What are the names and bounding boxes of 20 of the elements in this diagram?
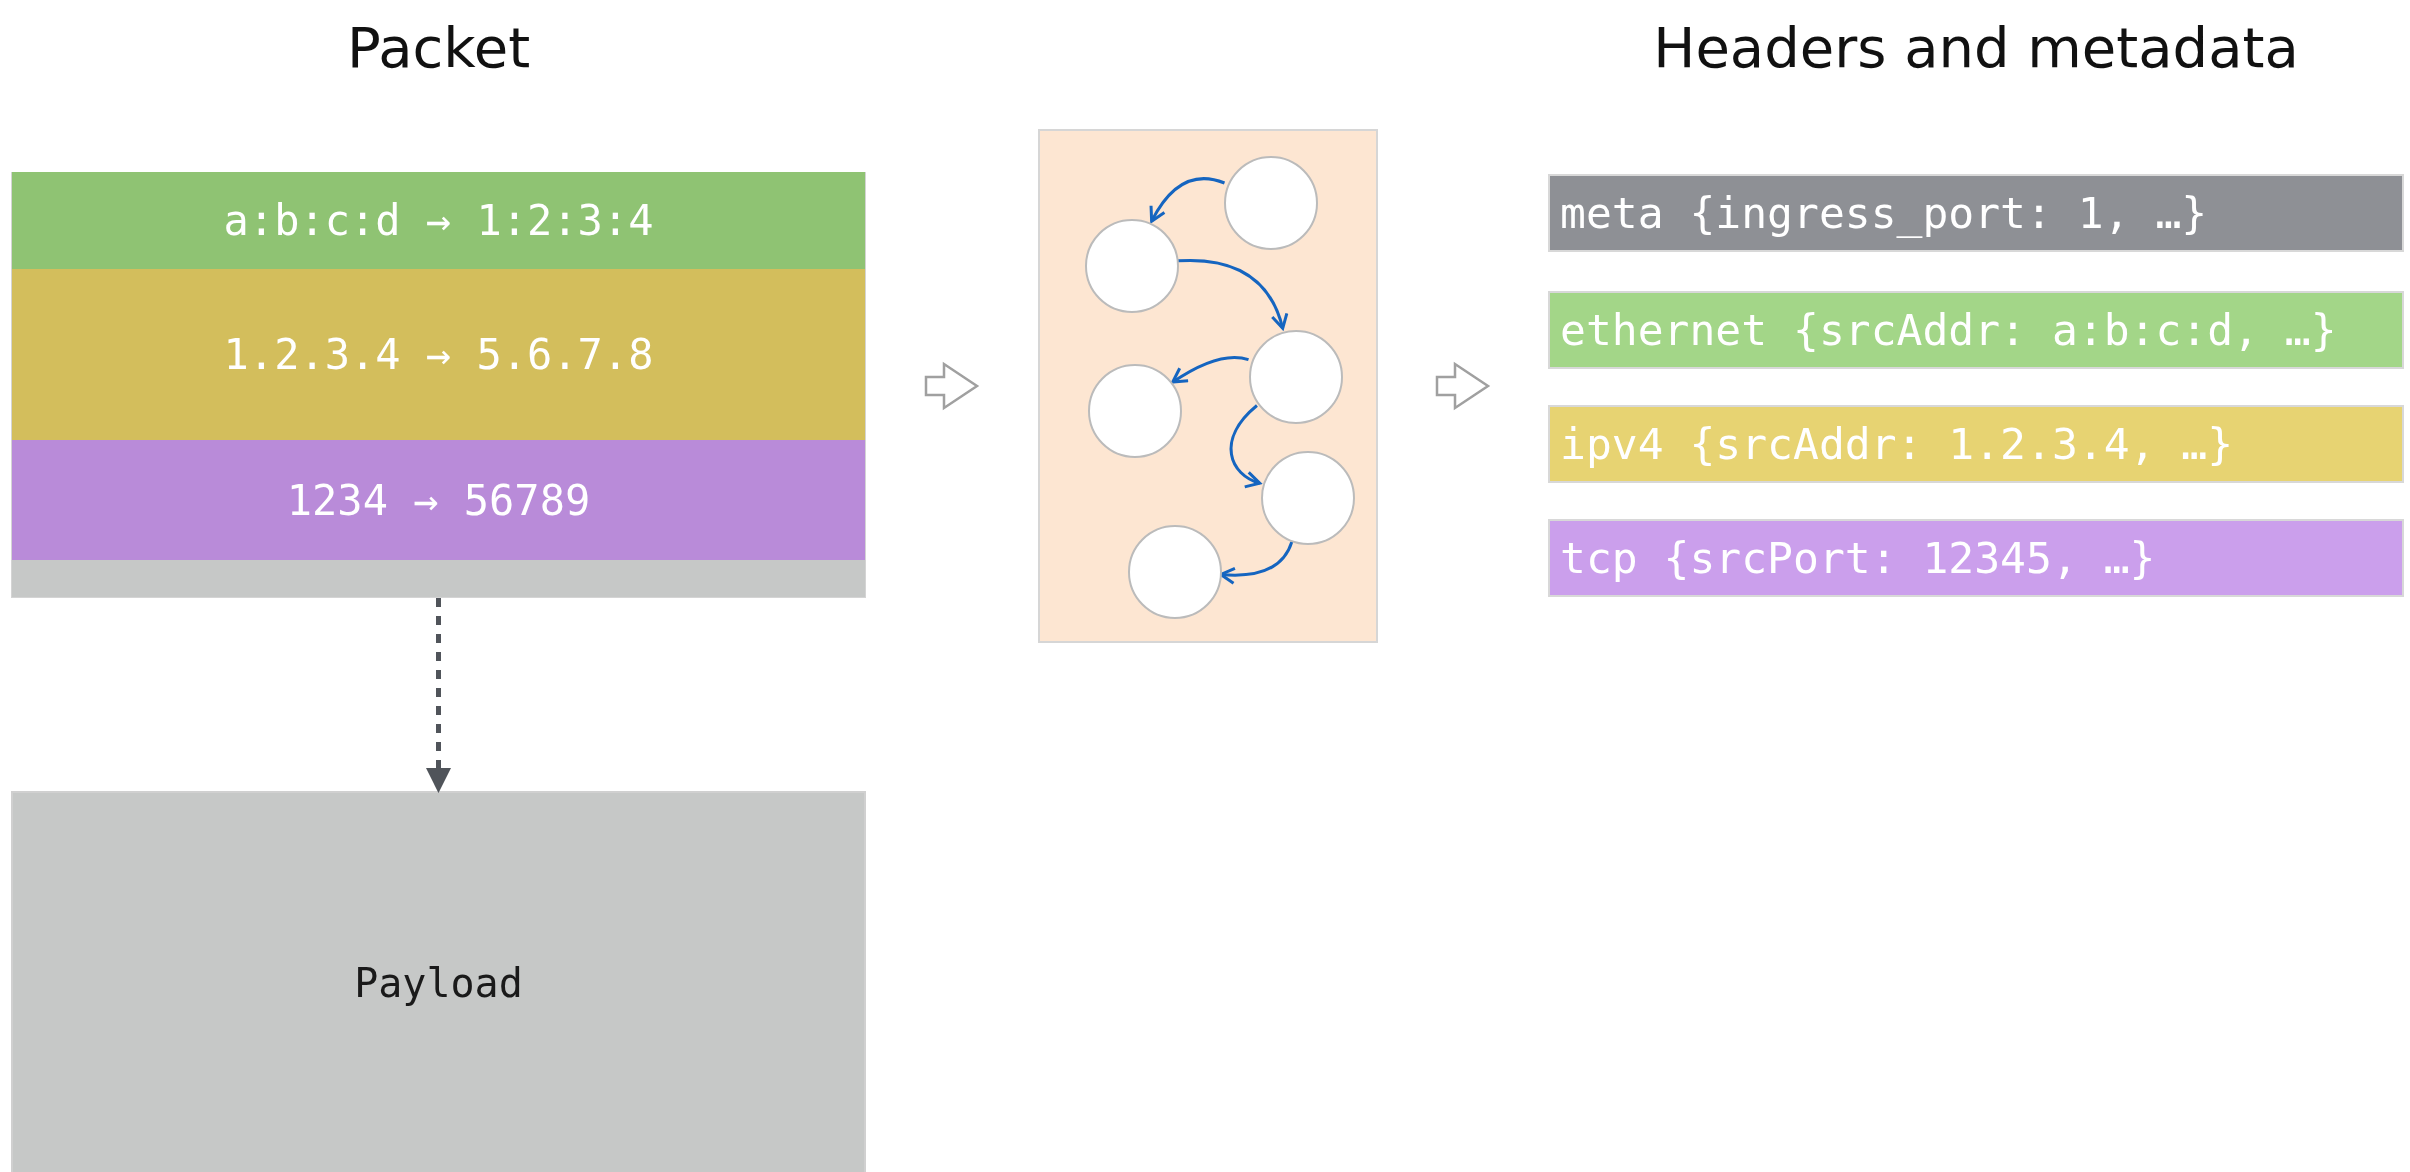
curved-arrow: [1171, 355, 1249, 384]
hollow-arrow: [924, 361, 980, 411]
curved-arrow: [1229, 404, 1262, 488]
header-bar: tcp {srcPort: 12345, …}: [1548, 519, 2404, 597]
packet-strip: [11, 560, 866, 598]
header-field-band: 1.2.3.4 → 5.6.7.8: [11, 269, 866, 440]
payload-block: Payload: [11, 791, 866, 1172]
header-field-band: 1234 → 56789: [11, 440, 866, 560]
parser-panel: [1038, 129, 1378, 643]
section-heading: Headers and metadata: [1652, 15, 2300, 80]
hollow-arrow: [1435, 361, 1491, 411]
curved-arrow: [1177, 258, 1288, 330]
header-bar: ethernet {srcAddr: a:b:c:d, …}: [1548, 291, 2404, 369]
header-bar: ipv4 {srcAddr: 1.2.3.4, …}: [1548, 405, 2404, 483]
header-bar: meta {ingress_port: 1, …}: [1548, 174, 2404, 252]
dashed-arrow: [426, 598, 451, 794]
header-field-band: a:b:c:d → 1:2:3:4: [11, 172, 866, 269]
curved-arrow: [1219, 541, 1294, 585]
curved-arrow: [1150, 177, 1225, 223]
section-heading: Packet: [345, 15, 532, 80]
